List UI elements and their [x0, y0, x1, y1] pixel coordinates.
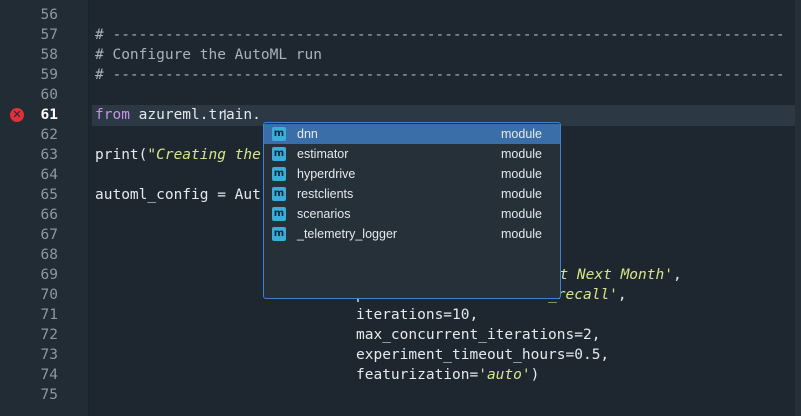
- line-number: 62: [40, 127, 58, 143]
- autocomplete-popup[interactable]: m dnn module m estimator module m hyperd…: [263, 122, 561, 299]
- active-line-number: 61: [40, 107, 58, 123]
- module-icon: m: [272, 147, 286, 161]
- suggestion-kind: module: [501, 147, 542, 161]
- keyword-from: from: [95, 107, 130, 123]
- line-number: 66: [40, 207, 58, 223]
- param-name: featurization=: [356, 367, 479, 383]
- suggestion-name: hyperdrive: [297, 167, 356, 181]
- suggestion-item-dnn[interactable]: m dnn module: [264, 124, 560, 144]
- line-number: 68: [40, 247, 58, 263]
- string-literal: "Creating the: [147, 147, 261, 163]
- code-line-63[interactable]: print("Creating the: [95, 145, 261, 165]
- string-literal: ult Next Month': [542, 267, 673, 283]
- suggestion-name: dnn: [297, 127, 318, 141]
- module-icon: m: [272, 227, 286, 241]
- code-line-69[interactable]: ult Next Month',: [542, 265, 682, 285]
- code-line-73[interactable]: experiment_timeout_hours=0.5,: [356, 347, 610, 363]
- code-line-72[interactable]: max_concurrent_iterations=2,: [356, 327, 601, 343]
- line-number: 67: [40, 227, 58, 243]
- suggestion-name: scenarios: [297, 207, 351, 221]
- line-number: 57: [40, 27, 58, 43]
- text-cursor-icon: I: [222, 108, 228, 124]
- code-line-61[interactable]: from azureml.train.: [95, 105, 261, 125]
- print-call: print(: [95, 147, 148, 163]
- line-number: 70: [40, 287, 58, 303]
- code-line-71[interactable]: iterations=10,: [356, 307, 479, 323]
- import-path: azureml.train.: [129, 107, 261, 123]
- suggestion-item-telemetry-logger[interactable]: m _telemetry_logger module: [264, 224, 560, 244]
- suggestion-item-scenarios[interactable]: m scenarios module: [264, 204, 560, 224]
- code-line-57[interactable]: # --------------------------------------…: [95, 27, 785, 43]
- line-number: 64: [40, 167, 58, 183]
- line-number: 58: [40, 47, 58, 63]
- suggestion-kind: module: [501, 127, 542, 141]
- line-number: 75: [40, 387, 58, 403]
- code-line-58[interactable]: # Configure the AutoML run: [95, 47, 322, 63]
- line-number: 59: [40, 67, 58, 83]
- line-number: 63: [40, 147, 58, 163]
- suggestion-kind: module: [501, 187, 542, 201]
- module-icon: m: [272, 127, 286, 141]
- suggestion-item-restclients[interactable]: m restclients module: [264, 184, 560, 204]
- code-line-74[interactable]: featurization='auto'): [356, 365, 539, 385]
- suggestion-name: restclients: [297, 187, 354, 201]
- module-icon: m: [272, 187, 286, 201]
- punctuation: ,: [617, 287, 627, 303]
- current-line-highlight: [92, 105, 801, 126]
- suggestion-item-hyperdrive[interactable]: m hyperdrive module: [264, 164, 560, 184]
- punctuation: ,: [672, 267, 682, 283]
- line-number: 60: [40, 87, 58, 103]
- line-number: 71: [40, 307, 58, 323]
- line-number: 73: [40, 347, 58, 363]
- line-number: 74: [40, 367, 58, 383]
- code-line-65[interactable]: automl_config = Aut: [95, 187, 261, 203]
- error-circle-icon[interactable]: ✕: [10, 108, 24, 122]
- code-line-59[interactable]: # --------------------------------------…: [95, 67, 785, 83]
- suggestion-item-estimator[interactable]: m estimator module: [264, 144, 560, 164]
- string-literal: 'auto': [478, 367, 531, 383]
- line-number: 69: [40, 267, 58, 283]
- module-icon: m: [272, 207, 286, 221]
- vertical-scrollbar[interactable]: [795, 0, 801, 416]
- line-number: 65: [40, 187, 58, 203]
- suggestion-kind: module: [501, 207, 542, 221]
- punctuation: ): [530, 367, 540, 383]
- line-number: 72: [40, 327, 58, 343]
- suggestion-name: _telemetry_logger: [297, 227, 398, 241]
- suggestion-kind: module: [501, 167, 542, 181]
- line-number: 56: [40, 7, 58, 23]
- module-icon: m: [272, 167, 286, 181]
- suggestion-name: estimator: [297, 147, 349, 161]
- line-number-gutter: 56 57 58 59 60 61 62 63 64 65 66 67 68 6…: [0, 0, 89, 416]
- suggestion-kind: module: [501, 227, 542, 241]
